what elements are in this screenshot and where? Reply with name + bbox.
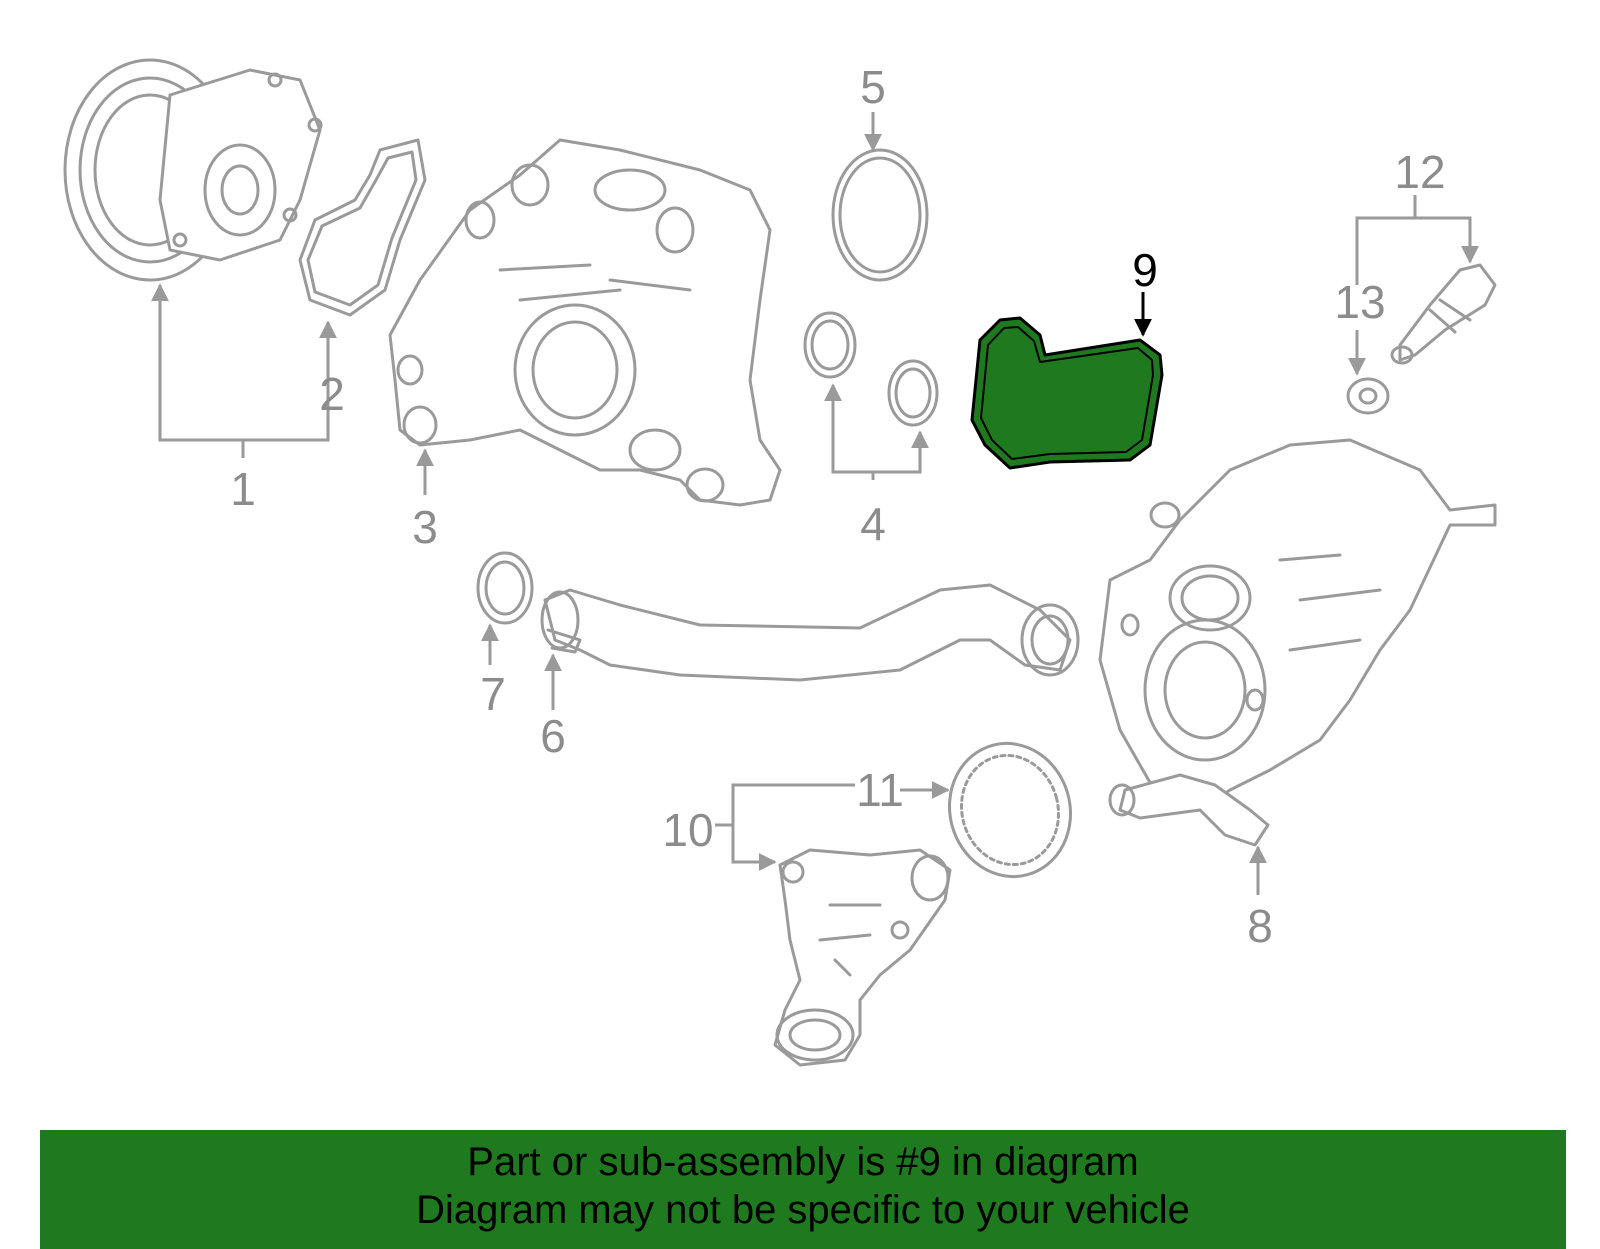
callout-4: 4 [860,498,886,550]
callout-1: 1 [230,463,256,515]
callout-11: 11 [856,764,904,816]
o-ring-5[interactable] [831,148,929,282]
water-pipe-6[interactable] [540,583,1080,682]
callout-8: 8 [1247,900,1273,952]
callout-10: 10 [662,804,713,856]
callout-2: 2 [319,368,345,420]
callout-3: 3 [412,501,438,553]
o-rings-4[interactable] [803,311,939,427]
thermostat-housing-8[interactable] [1098,438,1497,847]
callout-7: 7 [480,668,506,720]
leader-lines [151,112,1479,895]
washer-13[interactable] [1346,377,1390,415]
gasket-2[interactable] [298,138,427,317]
callout-5: 5 [860,61,886,113]
callout-12: 12 [1394,146,1445,198]
banner-line-1: Part or sub-assembly is #9 in diagram [467,1140,1139,1184]
parts-diagram: 1 2 3 4 5 6 7 8 9 10 11 12 13 [63,58,1497,1067]
callout-9: 9 [1132,244,1158,296]
temperature-sensor[interactable] [1390,263,1497,365]
gasket-9-highlighted[interactable] [970,316,1164,470]
callout-13: 13 [1334,276,1385,328]
banner-line-2: Diagram may not be specific to your vehi… [416,1188,1190,1232]
front-housing[interactable] [388,138,782,507]
seal-ring-11[interactable] [935,730,1086,890]
thermostat-10[interactable] [773,848,952,1067]
callout-6: 6 [540,710,566,762]
o-ring-7[interactable] [476,551,534,625]
water-pump[interactable] [63,58,323,282]
info-banner: Part or sub-assembly is #9 in diagram Di… [40,1130,1566,1249]
